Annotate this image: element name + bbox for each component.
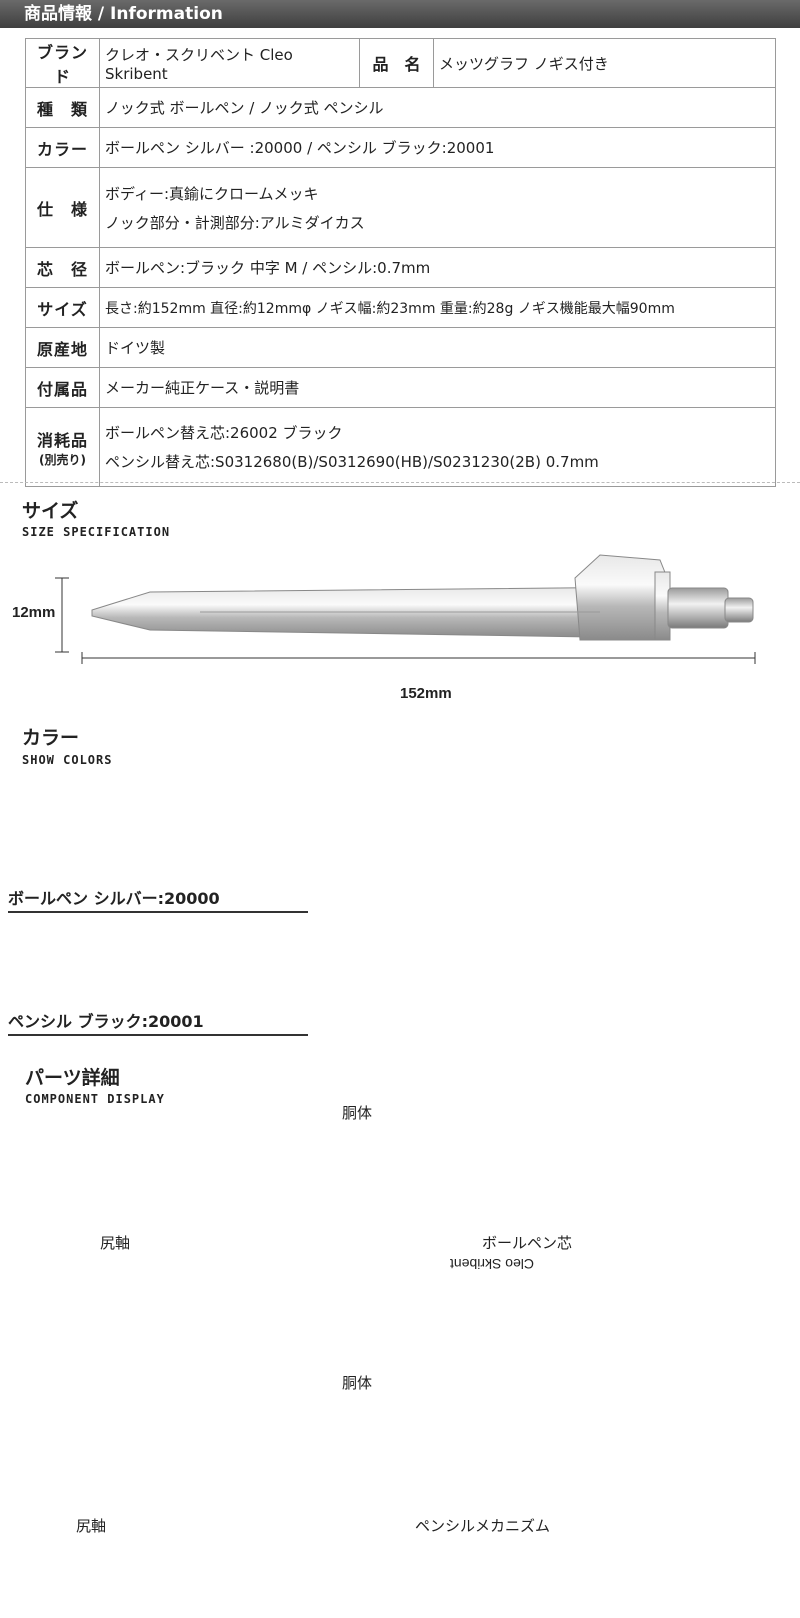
- length-label: 152mm: [400, 685, 452, 702]
- consumable-sub-label: (別売り): [39, 452, 86, 467]
- table-row: カラー ボールペン シルバー :20000 / ペンシル ブラック:20001: [25, 127, 776, 168]
- size-section-title: サイズ: [22, 500, 79, 522]
- divider: [0, 482, 800, 483]
- parts-section-subtitle: COMPONENT DISPLAY: [25, 1092, 165, 1106]
- refill-label: ボールペン芯: [482, 1234, 573, 1252]
- brand-value: クレオ・スクリベント Cleo Skribent: [99, 38, 360, 88]
- parts-section-title: パーツ詳細: [25, 1067, 120, 1089]
- silver-pen-size: [91, 554, 754, 641]
- consumable-value-line: ペンシル替え芯:S0312680(B)/S0312690(HB)/S023123…: [105, 453, 599, 471]
- table-row: 付属品 メーカー純正ケース・説明書: [25, 367, 776, 408]
- silver-color-label: ボールペン シルバー:20000: [8, 885, 308, 913]
- section-header-information: 商品情報 / Information: [0, 0, 800, 28]
- size-value: 長さ:約152mm 直径:約12mmφ ノギス幅:約23mm 重量:約28g ノ…: [99, 287, 776, 328]
- table-row: 仕 様 ボディー:真鍮にクロームメッキ ノック部分・計測部分:アルミダイカス: [25, 167, 776, 248]
- table-row: サイズ 長さ:約152mm 直径:約12mmφ ノギス幅:約23mm 重量:約2…: [25, 287, 776, 328]
- core-value: ボールペン:ブラック 中字 M / ペンシル:0.7mm: [99, 247, 776, 288]
- tail-label-1: 尻軸: [100, 1234, 131, 1252]
- black-color-label: ペンシル ブラック:20001: [8, 1008, 308, 1036]
- spec-label: 仕 様: [25, 167, 100, 248]
- name-value: メッツグラフ ノギス付き: [433, 38, 776, 88]
- consumable-value-line: ボールペン替え芯:26002 ブラック: [105, 424, 343, 442]
- refill-brand-print: Cleo Skribent: [450, 1256, 535, 1272]
- tail-label-2: 尻軸: [76, 1517, 107, 1535]
- spec-value-line: ノック部分・計測部分:アルミダイカス: [105, 213, 365, 232]
- accessory-label: 付属品: [25, 367, 100, 408]
- spec-value: ボディー:真鍮にクロームメッキ ノック部分・計測部分:アルミダイカス: [99, 167, 776, 248]
- consumable-value: ボールペン替え芯:26002 ブラック ペンシル替え芯:S0312680(B)/…: [99, 407, 776, 487]
- color-value: ボールペン シルバー :20000 / ペンシル ブラック:20001: [99, 127, 776, 168]
- color-section-title: カラー: [22, 727, 80, 749]
- diameter-label: 12mm: [12, 604, 56, 621]
- consumable-label: 消耗品 (別売り): [25, 407, 100, 487]
- size-label: サイズ: [25, 287, 100, 328]
- body-label-1: 胴体: [342, 1104, 373, 1122]
- size-section-subtitle: SIZE SPECIFICATION: [22, 525, 171, 539]
- body-label-2: 胴体: [342, 1374, 373, 1392]
- table-row: 消耗品 (別売り) ボールペン替え芯:26002 ブラック ペンシル替え芯:S0…: [25, 407, 776, 487]
- spec-value-line: ボディー:真鍮にクロームメッキ: [105, 184, 319, 203]
- color-section-subtitle: SHOW COLORS: [22, 753, 113, 767]
- table-row: 芯 径 ボールペン:ブラック 中字 M / ペンシル:0.7mm: [25, 247, 776, 288]
- table-row: ブランド クレオ・スクリベント Cleo Skribent 品 名 メッツグラフ…: [25, 38, 776, 88]
- mechanism-label: ペンシルメカニズム: [415, 1517, 551, 1535]
- length-bracket: [81, 652, 756, 664]
- consumable-label-text: 消耗品: [36, 430, 88, 450]
- origin-label: 原産地: [25, 327, 100, 368]
- product-info-table: ブランド クレオ・スクリベント Cleo Skribent 品 名 メッツグラフ…: [25, 38, 776, 487]
- diameter-bracket: [55, 577, 69, 653]
- type-label: 種 類: [25, 87, 100, 128]
- name-label: 品 名: [359, 38, 434, 88]
